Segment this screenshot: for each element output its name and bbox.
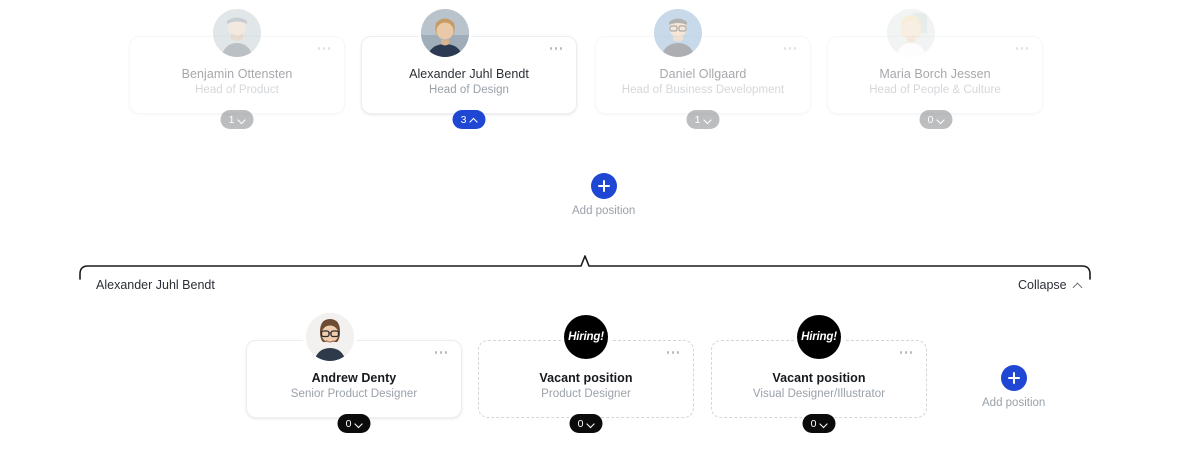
add-position-button-top[interactable]: Add position	[572, 173, 635, 217]
chevron-up-icon	[1073, 280, 1083, 290]
plus-icon	[590, 173, 617, 199]
person-name: Alexander Juhl Bendt	[409, 67, 529, 81]
add-position-label: Add position	[982, 397, 1046, 409]
collapse-label: Collapse	[1018, 278, 1067, 292]
report-count-badge[interactable]: 0	[802, 414, 836, 433]
avatar-benjamin	[213, 9, 261, 57]
person-card-alexander-juhl-bendt[interactable]: Alexander Juhl Bendt Head of Design	[361, 36, 577, 114]
count-value: 3	[460, 113, 467, 126]
chevron-up-icon	[469, 116, 477, 124]
person-title: Head of Business Development	[621, 84, 785, 96]
avatar-alexander	[421, 9, 469, 57]
report-count-badge[interactable]: 1	[686, 110, 720, 129]
chevron-down-icon	[936, 116, 944, 124]
chevron-down-icon	[237, 116, 245, 124]
count-value: 0	[810, 417, 817, 430]
report-count-badge[interactable]: 0	[337, 414, 371, 433]
chevron-down-icon	[703, 116, 711, 124]
position-title: Visual Designer/Illustrator	[752, 388, 886, 400]
person-card-benjamin-ottensten[interactable]: Benjamin Ottensten Head of Product	[129, 36, 345, 114]
subtree-bracket	[79, 255, 1091, 280]
person-title: Head of Design	[429, 84, 509, 96]
chevron-down-icon	[819, 420, 827, 428]
person-name: Andrew Denty	[311, 371, 397, 385]
position-name: Vacant position	[772, 371, 866, 385]
report-count-badge[interactable]: 1	[220, 110, 254, 129]
subtree-owner-label: Alexander Juhl Bendt	[96, 278, 215, 292]
plus-icon	[1000, 365, 1027, 391]
more-options-icon[interactable]	[783, 47, 796, 50]
more-options-icon[interactable]	[434, 351, 447, 354]
person-name: Benjamin Ottensten	[181, 67, 293, 81]
hiring-badge: Hiring!	[797, 315, 841, 359]
avatar-maria	[887, 9, 935, 57]
more-options-icon[interactable]	[1015, 47, 1028, 50]
more-options-icon[interactable]	[899, 351, 912, 354]
more-options-icon[interactable]	[317, 47, 330, 50]
report-count-badge[interactable]: 0	[569, 414, 603, 433]
avatar-daniel	[654, 9, 702, 57]
collapse-button[interactable]: Collapse	[1018, 278, 1083, 292]
avatar-andrew	[306, 313, 354, 361]
chevron-down-icon	[586, 420, 594, 428]
person-card-daniel-ollgaard[interactable]: Daniel Ollgaard Head of Business Develop…	[595, 36, 811, 114]
person-name: Maria Borch Jessen	[879, 67, 991, 81]
person-card-andrew-denty[interactable]: Andrew Denty Senior Product Designer	[246, 340, 462, 418]
position-name: Vacant position	[539, 371, 633, 385]
position-title: Product Designer	[541, 388, 631, 400]
person-name: Daniel Ollgaard	[659, 67, 747, 81]
hiring-label: Hiring!	[568, 331, 604, 343]
add-position-button-bottom[interactable]: Add position	[982, 365, 1045, 409]
person-title: Head of People & Culture	[869, 84, 1001, 96]
person-card-maria-borch-jessen[interactable]: Maria Borch Jessen Head of People & Cult…	[827, 36, 1043, 114]
count-value: 0	[927, 113, 934, 126]
count-value: 0	[345, 417, 352, 430]
person-title: Senior Product Designer	[290, 388, 418, 400]
hiring-badge: Hiring!	[564, 315, 608, 359]
more-options-icon[interactable]	[666, 351, 679, 354]
count-value: 0	[577, 417, 584, 430]
count-value: 1	[228, 113, 235, 126]
count-value: 1	[694, 113, 701, 126]
add-position-label: Add position	[572, 205, 636, 217]
chevron-down-icon	[354, 420, 362, 428]
report-count-badge[interactable]: 0	[919, 110, 953, 129]
person-title: Head of Product	[195, 84, 279, 96]
report-count-badge[interactable]: 3	[452, 110, 486, 129]
hiring-label: Hiring!	[801, 331, 837, 343]
more-options-icon[interactable]	[549, 47, 562, 50]
